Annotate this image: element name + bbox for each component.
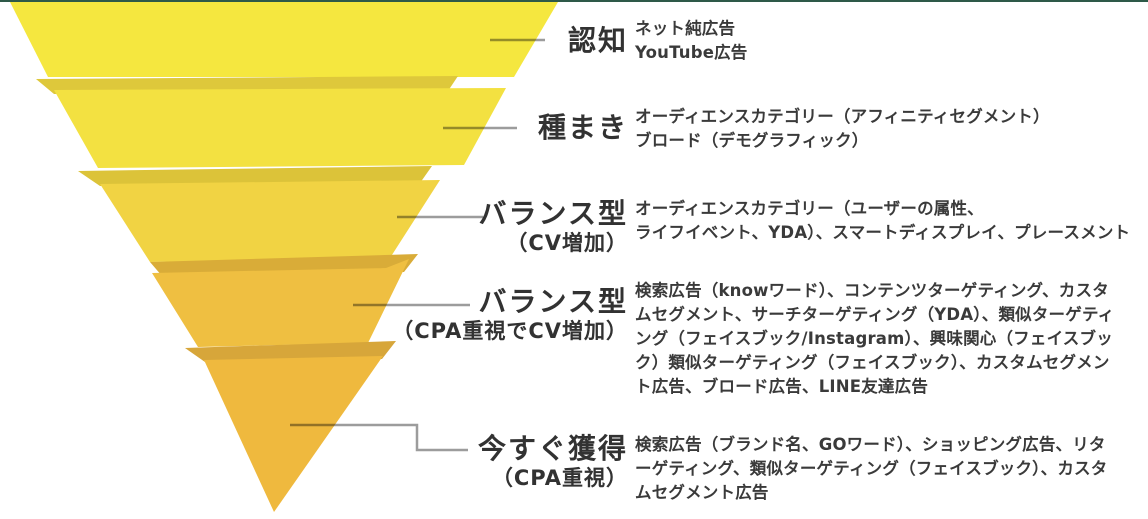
description-line: ネット純広告 [635,19,736,38]
stage-label-3-text: バランス型 [478,197,628,230]
description-line: 検索広告（knowワード）、コンテンツターゲティング、カスタ [635,281,1109,300]
funnel-stage-4 [152,259,409,347]
stage-label-5: 今すぐ獲得 （CPA重視） [478,433,628,492]
description-line: ーゲティング、類似ターゲティング（フェイスブック）、カスタ [635,459,1108,478]
stage-sublabel-3: （CV増加） [506,231,628,255]
stage-label-5-text: 今すぐ獲得 [477,432,628,465]
stage-description-1: ネット純広告 YouTube広告 [635,17,1148,65]
description-line: ク）類似ターゲティング（フェイスブック）、カスタムセグメン [635,353,1110,372]
stage-label-3: バランス型 （CV増加） [479,198,628,257]
stage-description-5: 検索広告（ブランド名、GOワード）、ショッピング広告、リタ ーゲティング、類似タ… [635,433,1148,505]
description-line: 検索広告（ブランド名、GOワード）、ショッピング広告、リタ [635,435,1106,454]
funnel-stage-1 [10,2,558,77]
description-line: オーディエンスカテゴリー（ユーザーの属性、 [635,199,984,218]
description-line: ムセグメント、サーチターゲティング（YDA）、類似ターゲティ [635,305,1115,324]
description-line: YouTube広告 [635,43,748,62]
funnel-stage-5 [204,356,383,512]
stage-label-2: 種まき [538,112,628,144]
stage-description-4: 検索広告（knowワード）、コンテンツターゲティング、カスタ ムセグメント、サー… [635,279,1148,399]
connector-line-5 [290,423,468,452]
description-line: オーディエンスカテゴリー（アフィニティセグメント） [635,107,1050,126]
description-line: ング（フェイスブック/Instagram）、興味関心（フェイスブッ [635,329,1113,348]
description-line: ト広告、ブロード広告、LINE友達広告 [635,377,929,396]
top-border-line [0,0,1148,2]
stage-label-4-text: バランス型 [478,285,628,318]
funnel-stage-3 [100,180,440,262]
stage-sublabel-4: （CPA重視でCV増加） [392,319,628,343]
stage-label-1: 認知 [568,25,628,57]
funnel-fold-2 [78,166,432,186]
stage-label-1-text: 認知 [567,24,628,57]
funnel-fold-4 [185,341,396,362]
description-line: ムセグメント広告 [635,483,769,502]
stage-label-2-text: 種まき [537,111,628,144]
stage-label-4: バランス型 （CPA重視でCV増加） [392,286,628,345]
description-line: ブロード（デモグラフィック） [635,131,869,150]
stage-sublabel-5: （CPA重視） [491,466,628,490]
stage-description-3: オーディエンスカテゴリー（ユーザーの属性、 ライフイベント、YDA）、スマートデ… [635,197,1148,245]
description-line: ライフイベント、YDA）、スマートディスプレイ、プレースメント [635,223,1131,242]
funnel-stage-2 [54,88,506,168]
stage-description-2: オーディエンスカテゴリー（アフィニティセグメント） ブロード（デモグラフィック） [635,105,1148,153]
